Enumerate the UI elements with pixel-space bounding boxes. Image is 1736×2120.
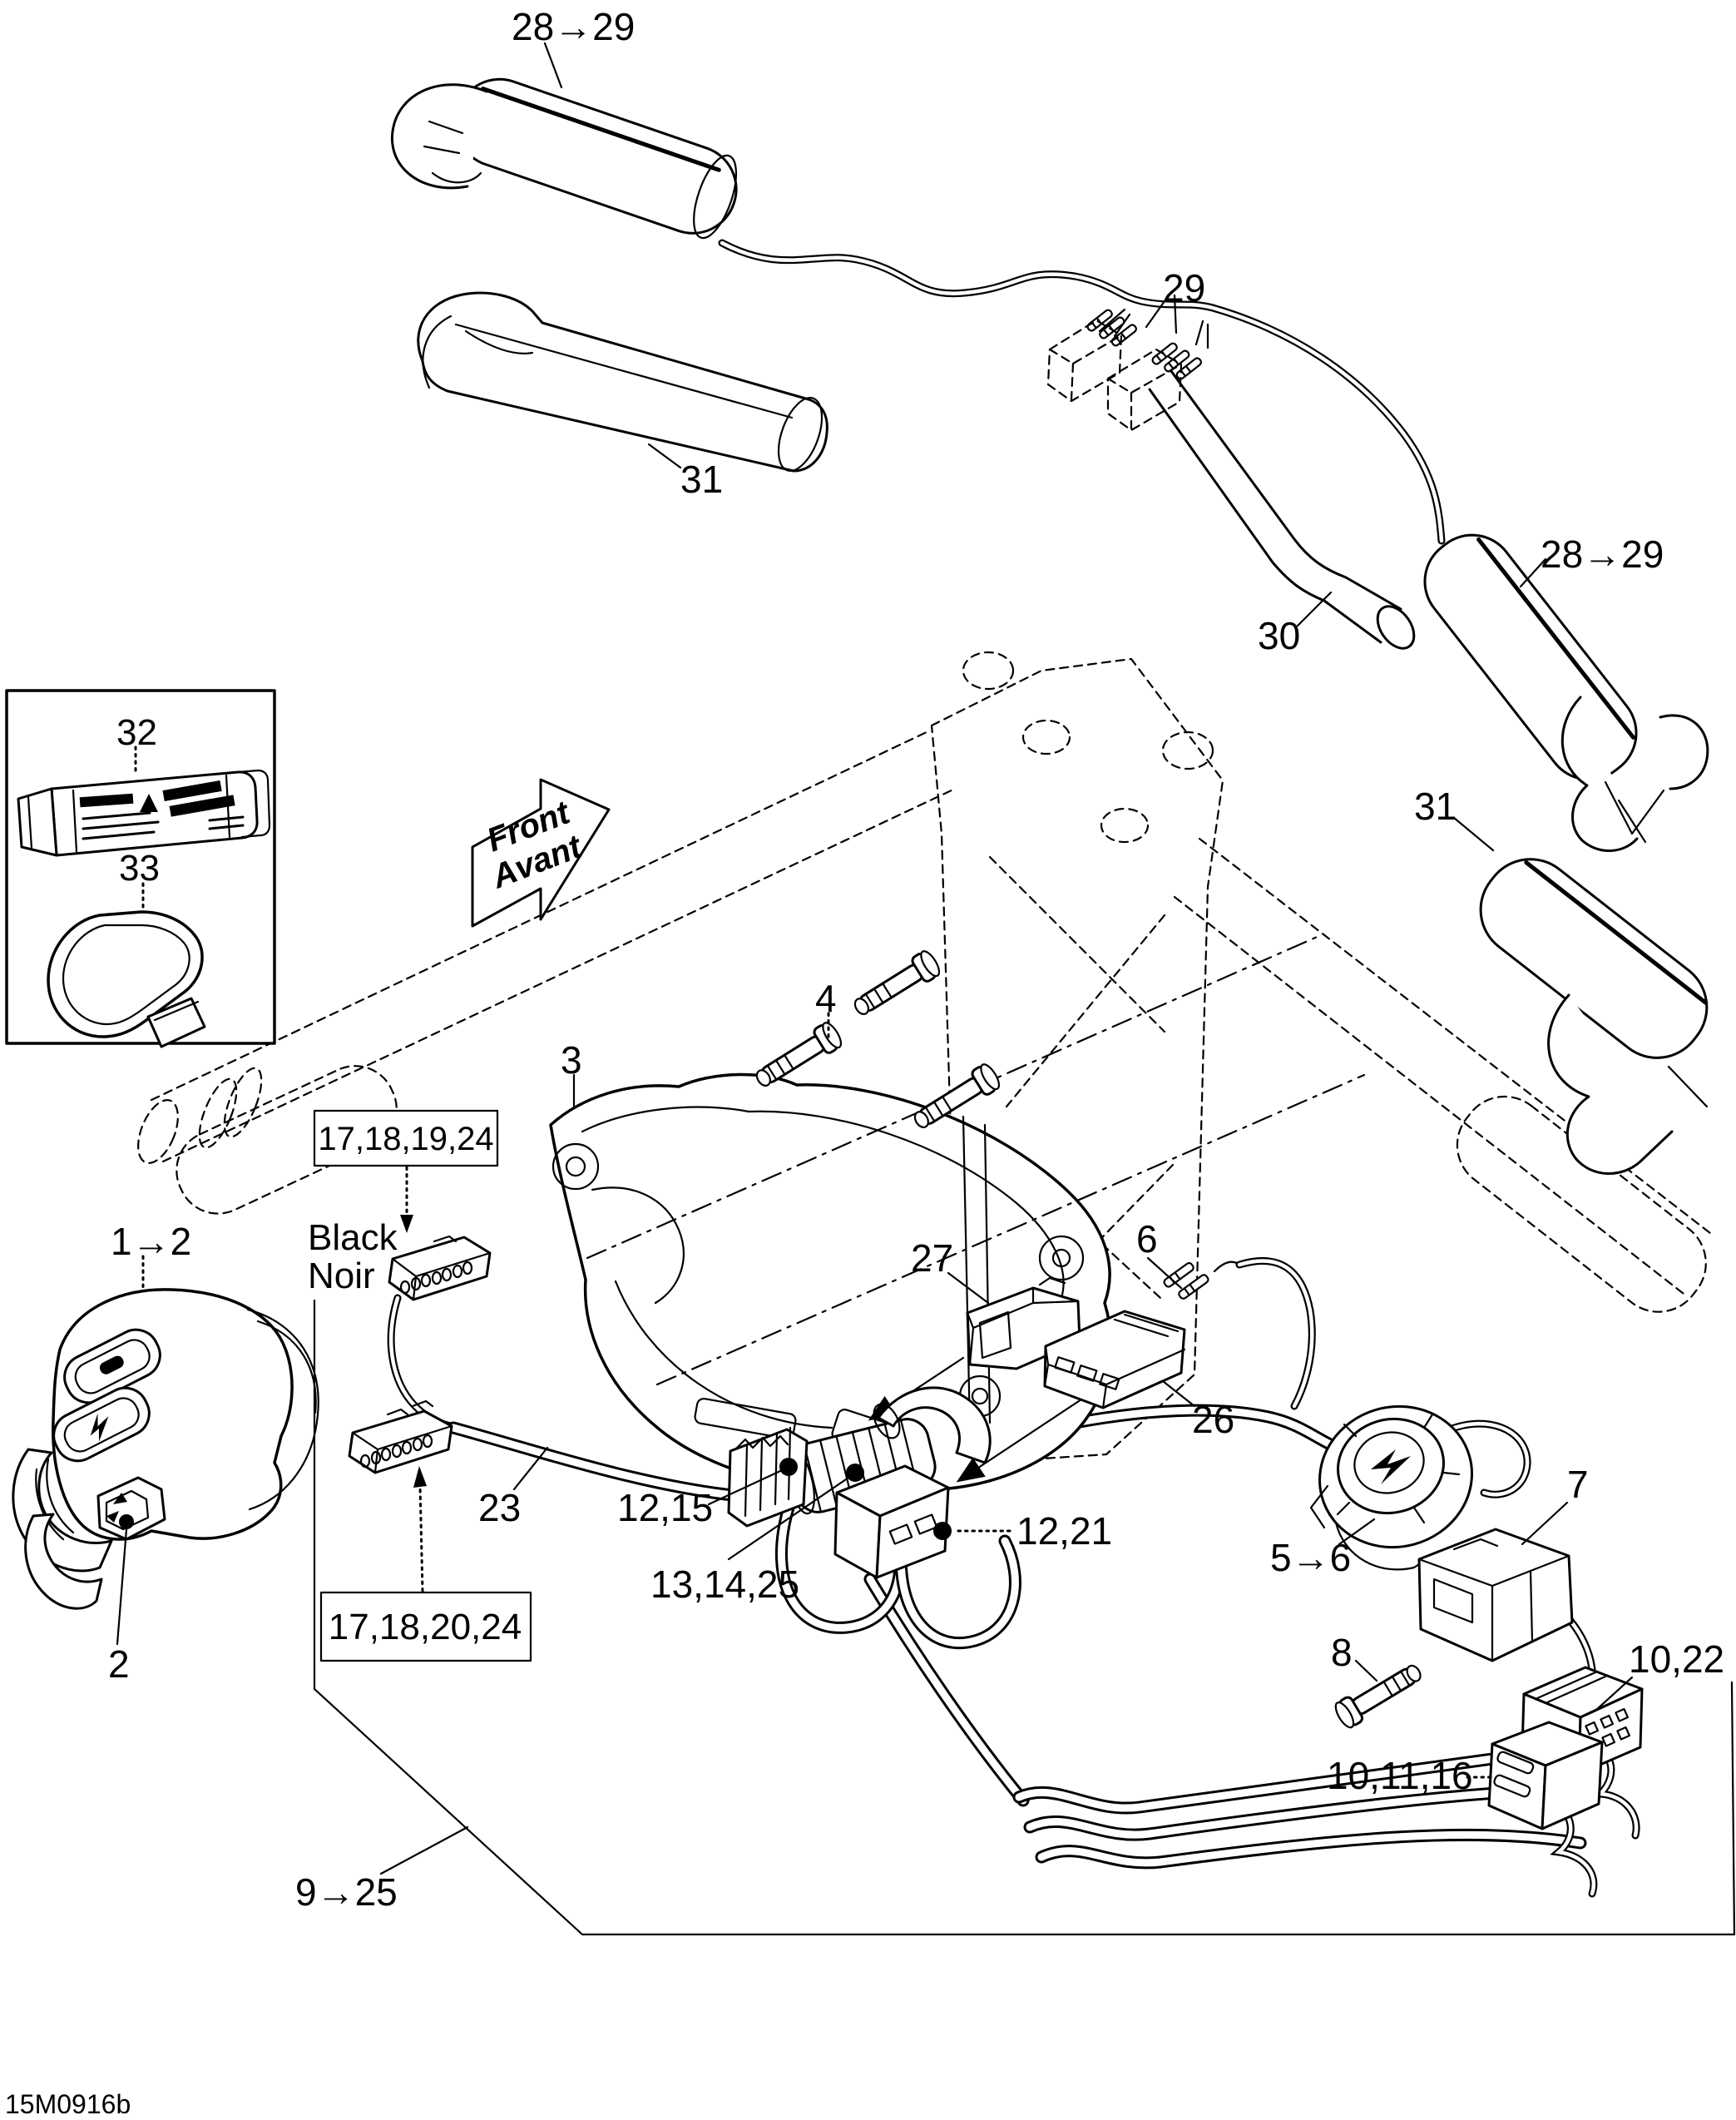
callout-connector-male: 27: [911, 1236, 953, 1280]
callout-tube: 30: [1258, 614, 1300, 657]
screw-4b: [848, 947, 944, 1023]
callout-main-harness: 9→25: [295, 1870, 398, 1914]
callout-harness: 23: [478, 1486, 521, 1529]
connector-12-21: [833, 1464, 950, 1579]
heated-grip-right: [1423, 533, 1709, 852]
module-10-11-16: [1487, 1721, 1604, 1830]
callout-switch-round: 5→6: [1270, 1536, 1351, 1579]
callout-holder-left: 12,15: [617, 1486, 713, 1529]
heated-grip-top: [390, 77, 738, 240]
screw-4a: [749, 1018, 846, 1095]
diagram-border: [313, 1299, 1736, 1936]
protective-cap: [47, 910, 206, 1048]
multifunction-switch: [12, 1288, 319, 1610]
callout-lubricant-tube: 32: [116, 712, 157, 753]
callout-holder-center: 13,14,25: [650, 1563, 799, 1606]
terminal-pins-6: [1163, 1261, 1209, 1300]
leader-lines: [116, 42, 1634, 1875]
callout-connector-center: 12,21: [1016, 1509, 1112, 1553]
callout-housing: 3: [561, 1038, 582, 1082]
connector-8pin-lower: [348, 1399, 453, 1474]
callout-connector-switch: 7: [1567, 1463, 1589, 1506]
callout-connector-female: 26: [1192, 1398, 1234, 1441]
foam-sleeve-right: [1479, 858, 1709, 1175]
connector-8pin-upper: [388, 1235, 492, 1301]
assembly-arrow-2: [956, 1398, 1083, 1483]
callout-grip-cover-left: 31: [680, 458, 723, 501]
wiring: [387, 239, 1640, 1898]
callout-switch-button: 2: [108, 1642, 130, 1686]
wire-color-fr: Noir: [308, 1256, 375, 1296]
wire-color-en: Black: [308, 1217, 398, 1258]
callout-connector-box-upper: 17,18,19,24: [318, 1121, 493, 1157]
callout-screw-rear: 8: [1331, 1631, 1353, 1674]
callout-terminals: 6: [1136, 1217, 1158, 1261]
callout-grip-heater-right: 28→29: [1541, 532, 1664, 576]
connector-26: [1043, 1310, 1186, 1409]
connector-7: [1417, 1528, 1574, 1662]
handlebar-tube-end: [1148, 369, 1416, 650]
button-2-dot: [119, 1514, 134, 1529]
switch-housing: [549, 1072, 1112, 1493]
callout-grip-heater-top: 28→29: [512, 5, 635, 48]
hardware-box: [5, 689, 276, 1048]
drawing-code: 15M0916b: [5, 2089, 131, 2119]
callout-foam-sleeve-right: 31: [1414, 785, 1457, 828]
heater-terminal-group: [1046, 309, 1202, 432]
lubricant-tube: [17, 769, 271, 857]
callout-heater-terminals: 29: [1163, 266, 1205, 310]
grip-cover-left: [417, 291, 828, 473]
ignition-switch: [1309, 1404, 1473, 1571]
callout-module-upper: 10,22: [1629, 1637, 1724, 1681]
callout-switch-assembly: 1→2: [111, 1220, 191, 1263]
callouts: 28→29 29 31 30 28→29 31 32 33 3 4 17,18,…: [5, 5, 1724, 2119]
callout-cap: 33: [119, 848, 160, 889]
connector-phantom-2: [1106, 348, 1183, 432]
callout-connector-box-lower: 17,18,20,24: [329, 1607, 522, 1647]
callout-box-upper: [313, 1109, 499, 1167]
callout-housing-screws: 4: [815, 977, 837, 1020]
callout-box-lower: [319, 1591, 532, 1662]
grip-left-phantom: [176, 1065, 398, 1215]
front-direction-arrow: Front Avant: [471, 778, 611, 928]
callout-module-lower: 10,11,16: [1327, 1754, 1473, 1797]
connector-phantom-1: [1046, 319, 1123, 403]
